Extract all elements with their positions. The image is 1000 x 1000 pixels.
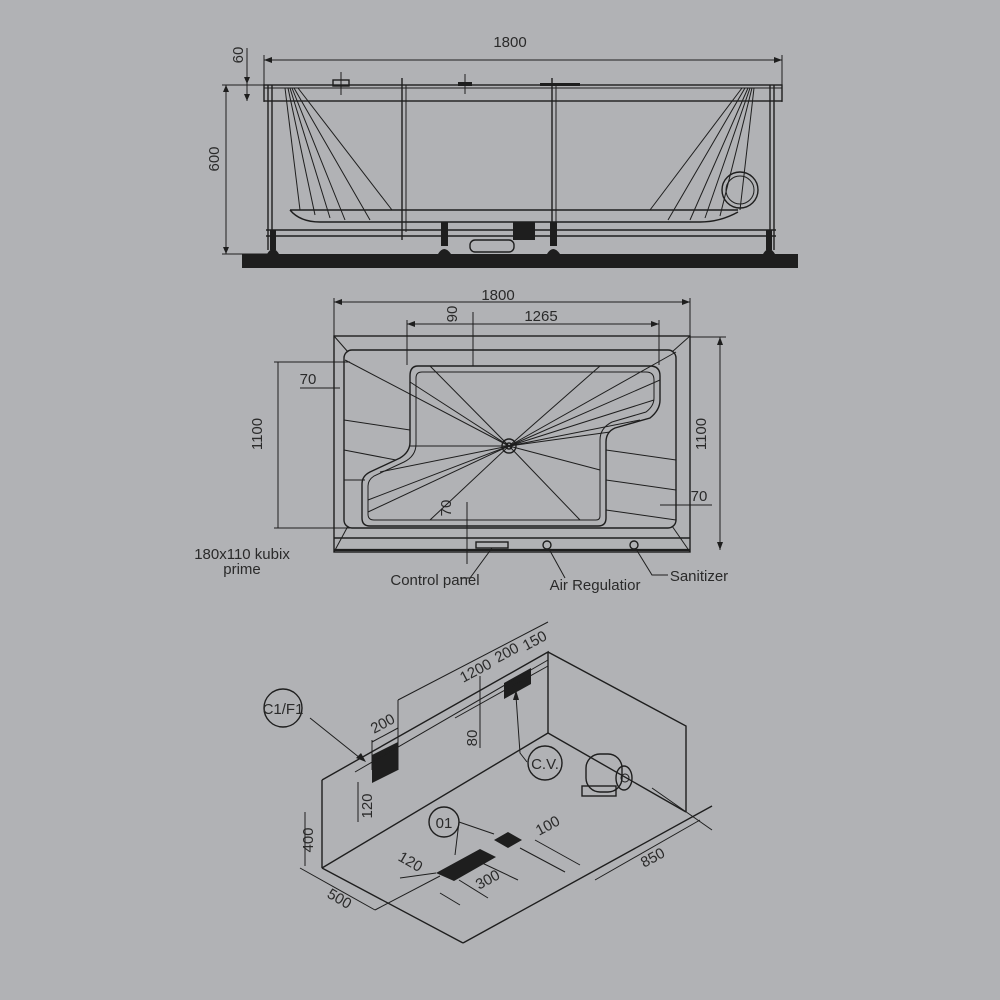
o1-tag: 01: [436, 815, 453, 832]
plan-left-wall-label: 70: [300, 371, 317, 388]
install-view: C1/F1 C.V. 01 1200 200 150 200 80 120 40…: [263, 621, 713, 944]
sanitizer-fixture: [629, 540, 639, 550]
control-panel-label: Control panel: [390, 572, 479, 589]
pump-icon: [721, 171, 759, 209]
install-drain-small-label: 100: [533, 813, 563, 840]
side-view: 1800 60 600: [206, 34, 798, 268]
side-height-label: 600: [206, 146, 223, 171]
plan-width-label: 1800: [481, 287, 514, 304]
c1f1-tag: C1/F1: [263, 701, 304, 718]
side-width-label: 1800: [493, 34, 526, 51]
plan-left-height-label: 1100: [249, 418, 266, 450]
plan-top-offset-label: 90: [444, 306, 461, 323]
tub-floor: [361, 365, 661, 527]
air-regulator-label: Air Regulatior: [550, 577, 641, 594]
plan-bottom-offset-label: 70: [438, 500, 455, 517]
install-floor-offset-label: 120: [395, 848, 425, 875]
install-wall-height-label: 400: [300, 827, 317, 852]
install-cv-height-label: 80: [464, 730, 481, 747]
install-c1-height-label: 120: [359, 793, 376, 818]
install-room-depth-label: 850: [638, 845, 668, 872]
plan-right-height-label: 1100: [693, 418, 710, 450]
plan-inner-width-label: 1265: [524, 308, 557, 325]
air-regulator-fixture: [542, 540, 552, 550]
sanitizer-label: Sanitizer: [670, 568, 728, 585]
tub-outline: [333, 335, 691, 553]
pump-icon: [585, 753, 623, 793]
c1f1-tag-circle: [263, 688, 303, 728]
control-panel-fixture: [475, 541, 509, 549]
plan-view: 1800 1265 90 1100 1100 70 70 70: [194, 287, 728, 594]
side-rim-label: 60: [230, 47, 247, 64]
install-c1-width-label: 200: [368, 711, 398, 738]
install-depth-label: 500: [324, 885, 354, 912]
cv-tag: C.V.: [531, 756, 559, 773]
drain-opening-large: [436, 849, 496, 881]
install-cv-offset-label: 150: [520, 628, 550, 655]
install-cv-width-label: 200: [492, 640, 522, 667]
plan-right-wall-label: 70: [691, 488, 708, 505]
drain-icon: [501, 438, 517, 454]
c1f1-opening: [372, 742, 398, 783]
floor-slab: [242, 254, 798, 268]
cv-tag-circle: [527, 745, 563, 781]
drain-opening-small: [494, 832, 522, 848]
install-length-label: 1200: [457, 656, 494, 687]
model-name-line1: 180x110 kubix: [194, 546, 290, 563]
drain-pipe: [469, 239, 515, 253]
model-name-line2: prime: [223, 561, 261, 578]
